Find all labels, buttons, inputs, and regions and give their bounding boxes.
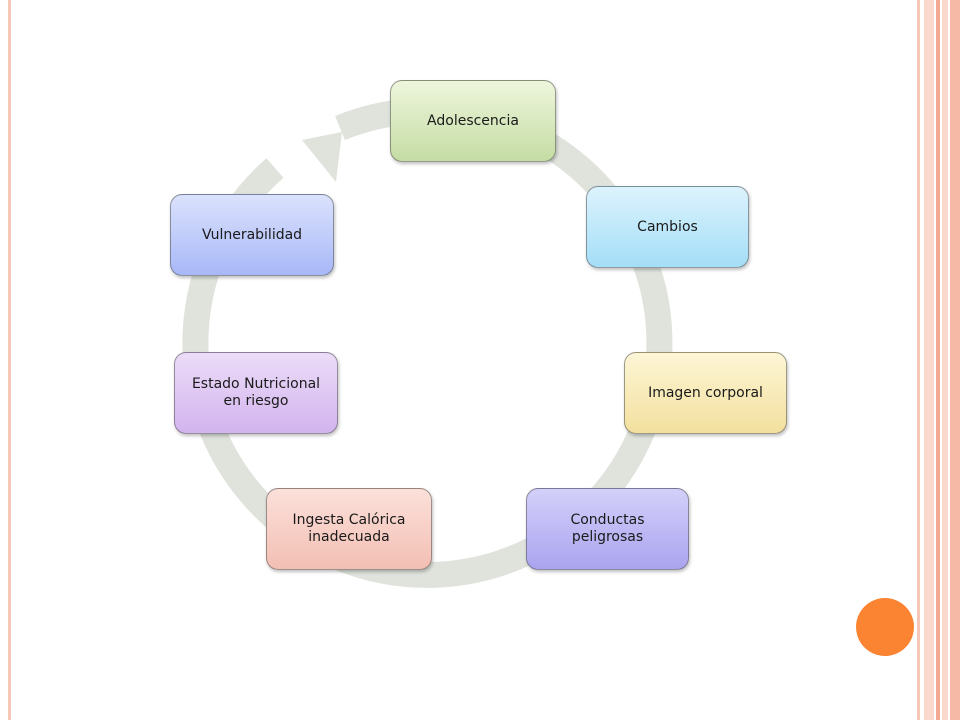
node-label-line: Adolescencia <box>427 112 519 129</box>
node-label-line: peligrosas <box>571 529 644 545</box>
node-label-line: Vulnerabilidad <box>201 226 303 243</box>
slide-border <box>8 0 920 720</box>
cycle-node-estado-nutricional: Estado Nutricional en riesgo <box>174 352 338 434</box>
node-label-line: en riesgo <box>223 393 289 409</box>
stripe <box>924 0 934 720</box>
node-label-line: Imagen corporal <box>648 384 763 401</box>
decorative-side-stripes <box>922 0 960 720</box>
cycle-node-conductas-peligrosas: Conductas peligrosas <box>526 488 689 570</box>
cycle-node-imagen-corporal: Imagen corporal <box>624 352 787 434</box>
cycle-node-adolescencia: Adolescencia <box>390 80 556 162</box>
cycle-node-ingesta-calorica: Ingesta Calórica inadecuada <box>266 488 432 570</box>
cycle-node-vulnerabilidad: Vulnerabilidad <box>170 194 334 276</box>
node-label-line: Estado Nutricional <box>191 376 321 392</box>
cycle-node-cambios: Cambios <box>586 186 749 268</box>
node-label-line: Ingesta Calórica <box>292 512 406 528</box>
stripe <box>942 0 948 720</box>
node-label-line: Conductas <box>570 512 645 528</box>
node-label-line: Cambios <box>637 218 698 235</box>
stripe <box>950 0 960 720</box>
node-label-line: inadecuada <box>308 529 390 545</box>
accent-dot <box>856 598 914 656</box>
cycle-arrowhead <box>302 132 342 182</box>
stripe <box>936 0 940 720</box>
